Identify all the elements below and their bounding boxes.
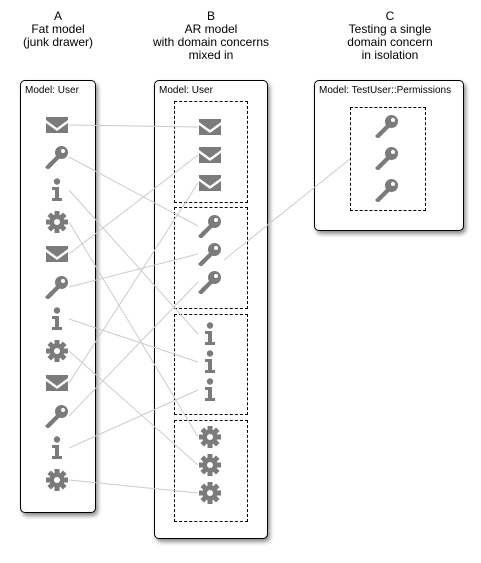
icon-layer xyxy=(45,115,398,504)
key-icon xyxy=(198,215,221,238)
gear-icon xyxy=(46,469,68,491)
connector-line xyxy=(68,221,199,438)
connector-lines xyxy=(68,124,351,494)
key-icon xyxy=(375,115,398,138)
model-a-title: Model: User xyxy=(25,85,79,96)
envelope-icon xyxy=(46,117,68,133)
column-b-line-1: AR model xyxy=(184,22,238,36)
envelope-concern-group xyxy=(174,101,248,203)
column-c-heading: C Testing a single domain concern in iso… xyxy=(310,10,470,62)
connector-line xyxy=(68,189,199,335)
connector-line xyxy=(68,318,199,363)
connector-line xyxy=(68,253,199,288)
envelope-icon xyxy=(46,246,68,262)
gear-icon xyxy=(46,211,68,233)
key-icon xyxy=(45,405,68,428)
model-c-title: Model: TestUser::Permissions xyxy=(319,85,452,96)
info-icon xyxy=(205,378,215,401)
column-c-line-3: in isolation xyxy=(361,48,419,62)
envelope-icon xyxy=(46,375,68,391)
key-icon xyxy=(375,179,398,202)
gear-icon xyxy=(46,340,68,362)
key-icon xyxy=(45,146,68,169)
gear-concern-group xyxy=(174,420,248,522)
connector-line xyxy=(68,154,199,255)
connector-line xyxy=(68,281,199,417)
envelope-icon xyxy=(199,175,221,191)
connector-line xyxy=(68,182,199,384)
info-concern-group xyxy=(174,314,248,415)
column-a-heading: A Fat model (junk drawer) xyxy=(0,10,116,49)
info-icon xyxy=(205,350,215,373)
key-concern-group xyxy=(174,207,248,309)
gear-icon xyxy=(199,482,221,504)
key-icon xyxy=(375,147,398,170)
connector-line xyxy=(68,156,199,227)
connector-line xyxy=(68,389,199,449)
column-a-letter: A xyxy=(53,9,62,23)
column-b-letter: B xyxy=(206,9,215,23)
column-c-letter: C xyxy=(385,9,395,23)
isolation-connector-line xyxy=(223,158,351,261)
isolated-key-group xyxy=(350,107,426,211)
envelope-icon xyxy=(199,119,221,135)
connector-line xyxy=(68,479,199,494)
column-a-line-2: (junk drawer) xyxy=(22,35,94,49)
connector-line xyxy=(68,350,199,466)
key-icon xyxy=(45,276,68,299)
key-icon xyxy=(198,243,221,266)
info-icon xyxy=(205,322,215,345)
info-icon xyxy=(52,436,62,459)
column-b-heading: B AR model with domain concerns mixed in xyxy=(132,10,290,62)
envelope-icon xyxy=(199,147,221,163)
column-b-line-2: with domain concerns xyxy=(152,35,270,49)
column-c-line-1: Testing a single xyxy=(348,22,432,36)
key-icon xyxy=(198,271,221,294)
info-icon xyxy=(52,178,62,201)
model-b-title: Model: User xyxy=(159,85,213,96)
column-a-line-1: Fat model xyxy=(31,22,85,36)
info-icon xyxy=(52,307,62,330)
connector-line xyxy=(68,124,199,128)
column-b-line-3: mixed in xyxy=(188,48,234,62)
gear-icon xyxy=(199,426,221,448)
column-c-line-2: domain concern xyxy=(347,35,433,49)
gear-icon xyxy=(199,454,221,476)
